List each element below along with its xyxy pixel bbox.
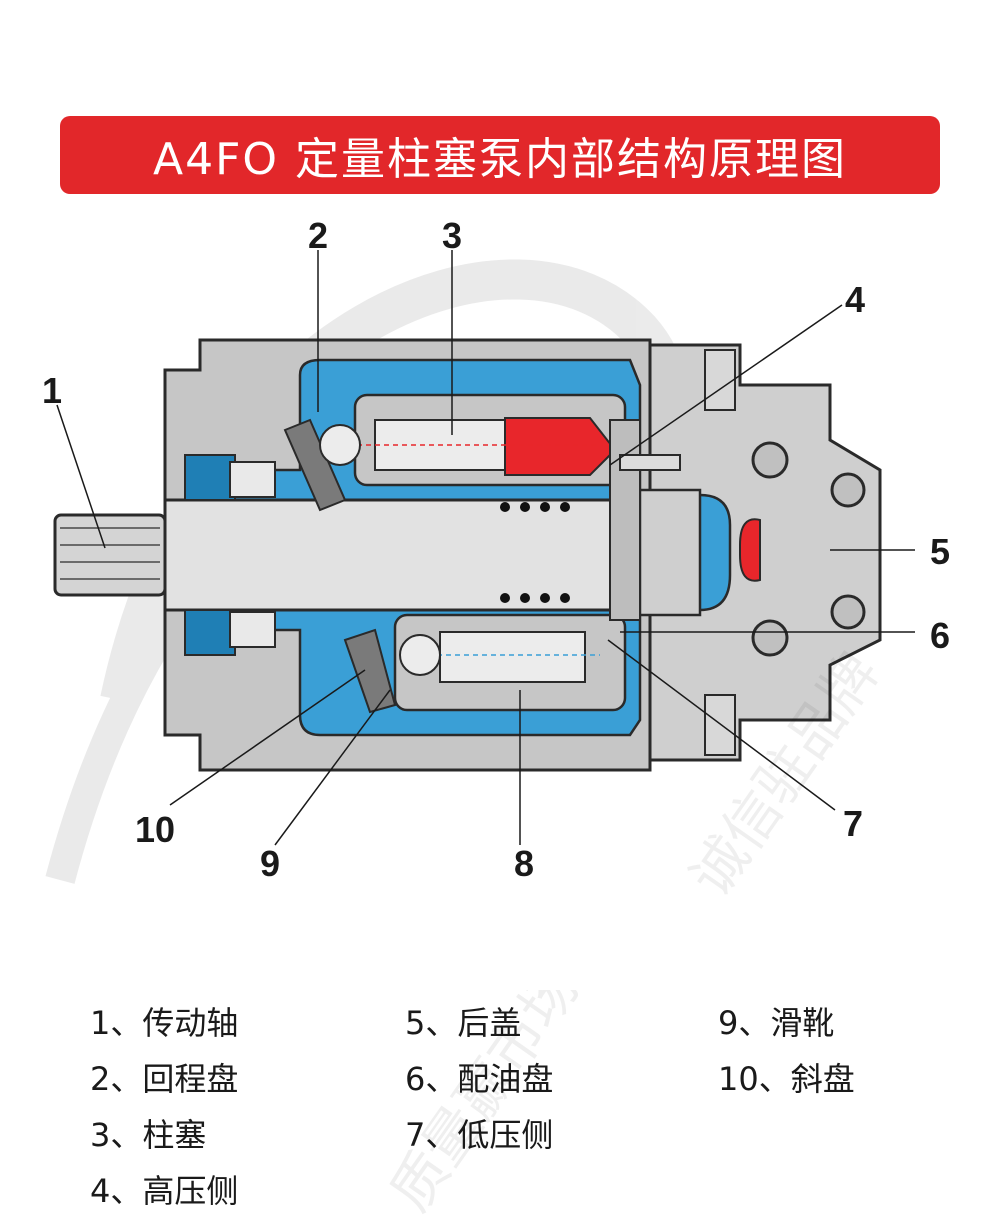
legend-item: 2、回程盘: [90, 1060, 239, 1098]
callout-4-label: 4: [845, 279, 865, 320]
callout-5-label: 5: [930, 531, 950, 572]
legend-item: 3、柱塞: [90, 1116, 207, 1154]
legend-item: 1、传动轴: [90, 1004, 239, 1042]
legend-item: 10、斜盘: [718, 1060, 855, 1098]
parts-legend: 1、传动轴 2、回程盘 3、柱塞 4、高压侧 5、后盖 6、配油盘 7、低压侧 …: [0, 990, 1000, 1220]
legend-item: 4、高压侧: [90, 1172, 239, 1210]
front-bearings: [184, 454, 276, 656]
callout-2-label: 2: [308, 215, 328, 256]
callout-9-label: 9: [260, 843, 280, 884]
callout-8-label: 8: [514, 843, 534, 884]
callout-10-label: 10: [135, 809, 175, 850]
title-banner: A4FO 定量柱塞泵内部结构原理图: [60, 116, 940, 194]
drive-shaft: [53, 488, 702, 617]
callout-6-label: 6: [930, 615, 950, 656]
swash-plate: [283, 418, 397, 714]
rear-cover: [648, 343, 882, 762]
valve-plate: [609, 419, 681, 621]
callout-1-label: 1: [42, 370, 62, 411]
lower-cylinder-bore: [393, 613, 627, 712]
legend-item: 9、滑靴: [718, 1004, 835, 1042]
legend-item: 7、低压侧: [405, 1116, 554, 1154]
callout-3-label: 3: [442, 215, 462, 256]
high-pressure-port: [739, 518, 761, 582]
upper-cylinder-bore: [330, 393, 627, 487]
legend-item: 6、配油盘: [405, 1060, 554, 1098]
legend-item: 5、后盖: [405, 1004, 522, 1042]
centre-spring: [500, 502, 570, 603]
leader-lines: [56, 250, 915, 846]
piston-ball-heads: [319, 424, 441, 676]
page-title: A4FO 定量柱塞泵内部结构原理图: [152, 134, 848, 185]
callout-7-label: 7: [843, 803, 863, 844]
pump-cross-section-diagram: 1 2 3 4 5 6 7 8 9 10 诚信驻品牌: [42, 215, 950, 908]
